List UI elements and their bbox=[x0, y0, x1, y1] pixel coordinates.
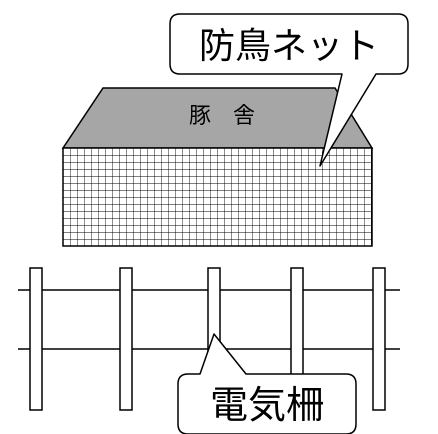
fence-post bbox=[29, 267, 43, 411]
fence-post bbox=[372, 267, 386, 411]
bird-net bbox=[62, 147, 373, 247]
fence-post bbox=[119, 267, 133, 411]
fence-callout-label: 電気柵 bbox=[210, 383, 324, 427]
net-callout-label: 防鳥ネット bbox=[199, 26, 379, 67]
net-callout-bubble bbox=[169, 13, 409, 167]
barn-label: 豚 舎 bbox=[189, 104, 255, 129]
